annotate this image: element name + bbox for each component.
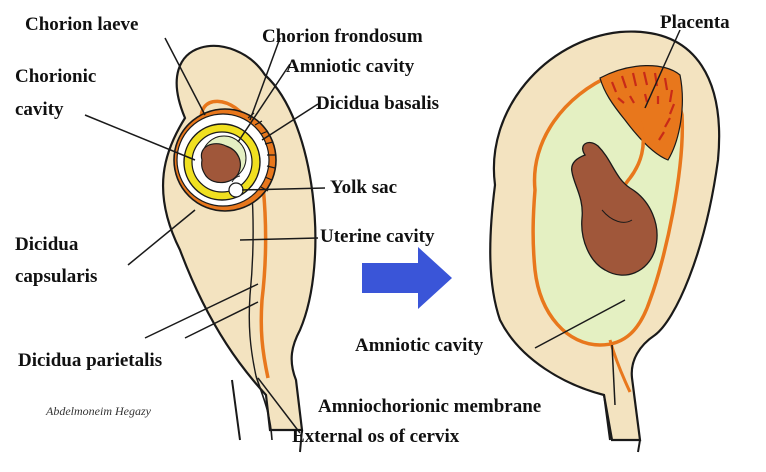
label-external-os: External os of cervix bbox=[292, 426, 460, 447]
yolk-sac bbox=[229, 183, 243, 197]
label-amniochorionic-membrane: Amniochorionic membrane bbox=[318, 396, 541, 417]
label-decidua-capsularis-line2: capsularis bbox=[15, 266, 97, 287]
label-chorion-laeve: Chorion laeve bbox=[25, 14, 138, 35]
label-uterine-cavity: Uterine cavity bbox=[320, 226, 435, 247]
label-chorionic-line2: cavity bbox=[15, 99, 64, 120]
label-placenta: Placenta bbox=[660, 12, 730, 33]
label-decidua-capsularis-line1: Dicidua bbox=[15, 234, 79, 255]
label-amniotic-cavity-left: Amniotic cavity bbox=[286, 56, 415, 77]
label-decidua-basalis: Dicidua basalis bbox=[316, 93, 439, 114]
label-chorion-frondosum: Chorion frondosum bbox=[262, 26, 423, 47]
late-uterus bbox=[490, 32, 719, 452]
label-amniotic-cavity-right: Amniotic cavity bbox=[355, 335, 484, 356]
label-credit: Abdelmoneim Hegazy bbox=[45, 404, 152, 418]
label-yolk-sac: Yolk sac bbox=[330, 177, 397, 198]
right-arrow-icon bbox=[362, 247, 452, 309]
label-chorionic-line1: Chorionic bbox=[15, 66, 96, 87]
early-uterus bbox=[163, 46, 315, 452]
label-decidua-parietalis: Dicidua parietalis bbox=[18, 350, 162, 371]
